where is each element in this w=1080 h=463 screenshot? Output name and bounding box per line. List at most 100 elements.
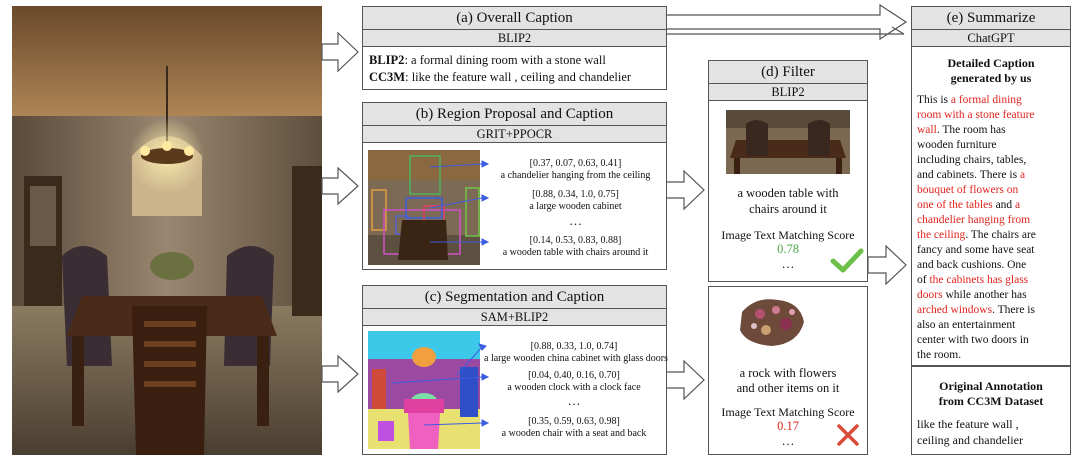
- seg-ellipsis: …: [567, 393, 581, 408]
- summarize-model-label: ChatGPT: [911, 29, 1071, 47]
- overall-blip2-text: : a formal dining room with a stone wall: [404, 53, 606, 67]
- detailed-caption-title-l2: generated by us: [950, 71, 1032, 85]
- detailed-caption-line: and back cushions. One: [917, 258, 1069, 273]
- filter-bottom-ellipsis: …: [781, 433, 795, 448]
- highlighted-phrase: a formal dining: [950, 94, 1022, 106]
- segmentation-pointer-lines: [391, 343, 490, 427]
- detailed-caption-line: bouquet of flowers on: [917, 183, 1069, 198]
- detailed-caption-text: This is a formal dining room with a stone…: [917, 93, 1069, 363]
- highlighted-phrase: a: [1015, 199, 1021, 211]
- region-proposal-header: (b) Region Proposal and Caption: [362, 102, 667, 126]
- cross-mark-icon: [837, 424, 859, 446]
- caption-fragment: and cabinets. There is: [917, 169, 1020, 181]
- filter-top-score-label: Image Text Matching Score: [721, 228, 855, 242]
- filter-top-caption-l1: a wooden table with: [737, 186, 839, 200]
- arrow-region-to-filter: [665, 169, 705, 211]
- seg-item-3-caption: a wooden chair with a seat and back: [501, 428, 647, 439]
- filter-bottom-image: [736, 292, 808, 350]
- caption-fragment: This is: [917, 94, 951, 106]
- filter-bottom-caption-l2: and other items on it: [736, 381, 840, 395]
- highlighted-phrase: wall: [917, 124, 937, 136]
- original-annotation-l2: ceiling and chandelier: [917, 433, 1023, 447]
- caption-fragment: and: [992, 199, 1016, 211]
- overall-cc3m-label: CC3M: [369, 70, 406, 84]
- overall-cc3m-text: : like the feature wall , ceiling and ch…: [405, 70, 632, 84]
- detailed-caption-line: and cabinets. There is a: [917, 168, 1069, 183]
- segmentation-header: (c) Segmentation and Caption: [362, 285, 667, 309]
- detailed-caption-line: room with a stone feature: [917, 108, 1069, 123]
- filter-top-image: [726, 110, 850, 174]
- arrow-filter-to-summarize: [867, 244, 907, 286]
- region-thumbnail: [368, 150, 480, 265]
- caption-fragment: of: [917, 274, 930, 286]
- original-annotation-title-l2: from CC3M Dataset: [938, 394, 1044, 408]
- caption-fragment: wooden furniture: [917, 139, 997, 151]
- region-item-1-coords: [0.37, 0.07, 0.63, 0.41]: [529, 158, 622, 169]
- dining-room-photo: [12, 6, 322, 455]
- highlighted-phrase: one of the tables: [917, 199, 993, 211]
- filter-top-score: 0.78: [777, 242, 799, 256]
- filter-bottom-score: 0.17: [777, 419, 799, 433]
- seg-item-1-caption: a large wooden china cabinet with glass …: [484, 353, 668, 364]
- highlighted-phrase: a: [1019, 169, 1026, 181]
- detailed-caption-title-l1: Detailed Caption: [947, 56, 1035, 70]
- caption-fragment: . The chairs are: [965, 229, 1036, 241]
- summarize-detailed-box: [911, 46, 1071, 366]
- seg-item-3-coords: [0.35, 0.59, 0.63, 0.98]: [528, 416, 620, 427]
- segmentation-model-label: SAM+BLIP2: [362, 308, 667, 326]
- arrow-to-segmentation: [321, 354, 359, 394]
- region-item-3-caption: a wooden table with chairs around it: [502, 247, 649, 258]
- caption-fragment: center with two doors in: [917, 334, 1029, 346]
- segmentation-thumbnail: [368, 331, 480, 449]
- seg-item-2-caption: a wooden clock with a clock face: [507, 382, 641, 393]
- filter-bottom-score-label: Image Text Matching Score: [721, 405, 855, 419]
- check-mark-icon: [830, 248, 864, 273]
- detailed-caption-line: including chairs, tables,: [917, 153, 1069, 168]
- original-annotation-title-l1: Original Annotation: [939, 379, 1043, 393]
- arrow-overall-to-summarize: [665, 3, 908, 41]
- caption-fragment: . The room has: [936, 124, 1006, 136]
- filter-top-ellipsis: …: [781, 256, 795, 271]
- region-item-3-coords: [0.14, 0.53, 0.83, 0.88]: [529, 235, 622, 246]
- overall-caption-line-cc3m: CC3M: like the feature wall , ceiling an…: [369, 70, 631, 84]
- highlighted-phrase: chandelier hanging from: [917, 214, 1031, 226]
- detailed-caption-line: doors while another has: [917, 288, 1069, 303]
- filter-top-caption-l2: chairs around it: [749, 202, 827, 216]
- region-model-label: GRIT+PPOCR: [362, 125, 667, 143]
- caption-fragment: including chairs, tables,: [917, 154, 1027, 166]
- summarize-original-box: [911, 366, 1071, 455]
- overall-caption-line-blip2: BLIP2: a formal dining room with a stone…: [369, 53, 606, 67]
- highlighted-phrase: room with a stone feature: [917, 109, 1035, 121]
- detailed-caption-line: one of the tables and a: [917, 198, 1069, 213]
- caption-fragment: fancy and some have seat: [917, 244, 1035, 256]
- detailed-caption-line: arched windows. There is: [917, 303, 1069, 318]
- detailed-caption-line: fancy and some have seat: [917, 243, 1069, 258]
- detailed-caption-line: wall. The room has: [917, 123, 1069, 138]
- original-annotation-l1: like the feature wall ,: [917, 417, 1019, 431]
- caption-fragment: the room.: [917, 349, 962, 361]
- caption-fragment: . There is: [992, 304, 1035, 316]
- region-item-1-caption: a chandelier hanging from the ceiling: [500, 170, 651, 181]
- detailed-caption-line: also an entertainment: [917, 318, 1069, 333]
- overall-blip2-label: BLIP2: [369, 53, 405, 67]
- detailed-caption-line: of the cabinets has glass: [917, 273, 1069, 288]
- region-item-2-coords: [0.88, 0.34, 1.0, 0.75]: [532, 189, 619, 200]
- overall-caption-box: [362, 46, 667, 90]
- highlighted-phrase: the ceiling: [917, 229, 966, 241]
- highlighted-phrase: the cabinets has glass: [929, 274, 1029, 286]
- filter-model-label: BLIP2: [708, 83, 868, 101]
- detailed-caption-line: the ceiling. The chairs are: [917, 228, 1069, 243]
- highlighted-phrase: bouquet of flowers on: [917, 184, 1019, 196]
- seg-item-2-coords: [0.04, 0.40, 0.16, 0.70]: [528, 370, 620, 381]
- detailed-caption-line: chandelier hanging from: [917, 213, 1069, 228]
- detailed-caption-line: wooden furniture: [917, 138, 1069, 153]
- region-pointer-lines: [429, 160, 490, 246]
- filter-bottom-caption-l1: a rock with flowers: [739, 366, 837, 380]
- caption-fragment: and back cushions. One: [917, 259, 1027, 271]
- arrow-to-overall: [321, 31, 359, 73]
- detailed-caption-line: center with two doors in: [917, 333, 1069, 348]
- region-ellipsis: …: [569, 213, 582, 228]
- filter-header: (d) Filter: [708, 60, 868, 84]
- highlighted-phrase: arched windows: [917, 304, 993, 316]
